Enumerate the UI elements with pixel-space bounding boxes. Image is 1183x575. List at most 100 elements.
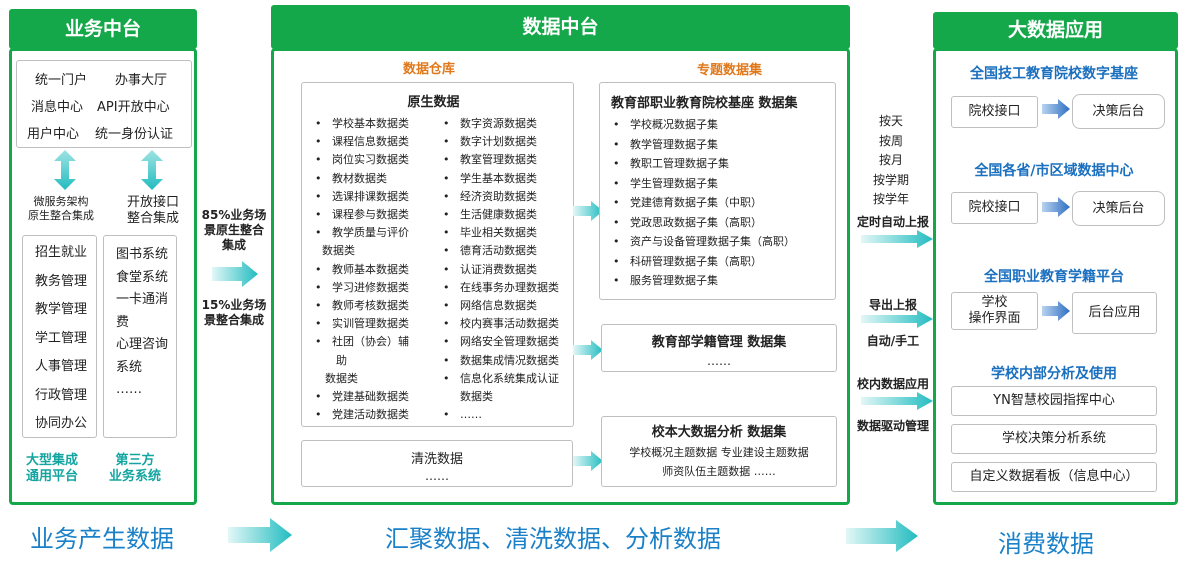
business-frame [9, 48, 197, 505]
export-report-label: 导出上报 [868, 298, 917, 312]
raw-left-list: 学校基本数据类 课程信息数据类 岗位实习数据类 教材数据类 选课排课数据类 课程… [312, 115, 440, 425]
period-label: 按学期 [872, 172, 909, 187]
right-arrow-icon [861, 230, 933, 248]
list-item: …… [440, 406, 572, 424]
list-item: 助 [336, 353, 347, 367]
right-arrow-icon [1042, 197, 1070, 217]
bigdata-title: 大数据应用 [1007, 19, 1103, 41]
clean-data-title: 清洗数据 [410, 452, 463, 467]
dataset-base-title: 教育部职业教育院校基座 数据集 [611, 96, 798, 111]
portal-item: 消息中心 [31, 100, 84, 115]
list-item: 一卡通消 [116, 292, 169, 307]
command-center-button[interactable]: YN智慧校园指挥中心 [951, 386, 1157, 416]
list-item: 选课排课数据类 [312, 188, 440, 206]
list-item: 教室管理数据类 [440, 151, 572, 169]
core-systems-list: 招生就业 教务管理 教学管理 学工管理 人事管理 行政管理 协同办公 [22, 235, 97, 438]
data-title: 数据中台 [522, 16, 599, 38]
section-title: 全国技工教育院校数字基座 [970, 66, 1138, 82]
dataset-analysis-line: 学校概况主题数据 专业建设主题数据 [629, 446, 809, 459]
list-item: 费 [116, 314, 130, 330]
list-item: 教职工管理数据子集 [610, 154, 835, 174]
clean-data-more: …… [425, 469, 449, 483]
warehouse-title: 数据仓库 [403, 62, 456, 77]
dataset-analysis-box: 校本大数据分析 数据集 学校概况主题数据 专业建设主题数据 师资队伍主题数据 …… [601, 416, 837, 487]
right-arrow-icon [1042, 99, 1070, 119]
backend-app-button[interactable]: 后台应用 [1072, 292, 1157, 334]
list-item: 学生基本数据类 [440, 170, 572, 188]
decision-analysis-button[interactable]: 学校决策分析系统 [951, 424, 1157, 454]
business-title: 业务中台 [64, 18, 141, 40]
raw-right-list: 数字资源数据类 数字计划数据类 教室管理数据类 学生基本数据类 经济资助数据类 … [440, 115, 572, 425]
list-item: 教材数据类 [312, 170, 440, 188]
auto-report-label: 定时自动上报 [856, 215, 929, 229]
list-item: 网络信息数据类 [440, 297, 572, 315]
list-item: 党建活动数据类 [312, 406, 440, 424]
auto-manual-label: 自动/手工 [866, 334, 920, 348]
portal-item: 办事大厅 [115, 73, 168, 88]
list-item: 实训管理数据类 [312, 315, 440, 333]
list-item: 数据集成情况数据类 [440, 352, 572, 370]
list-item: 数字计划数据类 [440, 133, 572, 151]
right-arrow-icon [1042, 301, 1070, 321]
left-caption: 微服务架构 原生整合集成 [28, 195, 94, 222]
dataset-analysis-title: 校本大数据分析 数据集 [651, 425, 787, 440]
section-title: 全国各省/市区域数据中心 [974, 163, 1134, 179]
list-item: 党建基础数据类 [312, 388, 440, 406]
section-title: 全国职业教育学籍平台 [984, 269, 1124, 285]
school-ui-button[interactable]: 学校 操作界面 [951, 292, 1038, 330]
decision-backend-button[interactable]: 决策后台 [1072, 191, 1165, 226]
clean-data-box: 清洗数据 …… [301, 440, 573, 487]
dataset-registry-more: …… [707, 354, 731, 368]
right-arrow-icon [861, 392, 933, 410]
portal-item: 用户中心 [27, 127, 80, 142]
list-item: 认证消费数据类 [440, 261, 572, 279]
dataset-analysis-line: 师资队伍主题数据 …… [662, 465, 776, 478]
list-item: 教师考核数据类 [312, 297, 440, 315]
decision-backend-button[interactable]: 决策后台 [1072, 94, 1165, 129]
list-item: 系统 [116, 359, 143, 375]
section-title: 学校内部分析及使用 [991, 366, 1117, 382]
list-item: 数字资源数据类 [440, 115, 572, 133]
portal-item: 统一身份认证 [95, 127, 174, 142]
third-party-list: 图书系统 食堂系统 一卡通消 费 心理咨询 系统 …… [103, 235, 177, 438]
portal-item: API开放中心 [97, 100, 170, 115]
list-item: 学工管理 [35, 330, 88, 346]
data-driven-label: 数据驱动管理 [856, 419, 929, 433]
right-caption: 开放接口 整合集成 [126, 195, 179, 226]
data-header: 数据中台 [271, 5, 850, 49]
list-item: 生活健康数据类 [440, 206, 572, 224]
list-item: 教学管理 [35, 302, 88, 317]
list-item: 课程信息数据类 [312, 133, 440, 151]
integration-15-label: 15%业务场 景整合集成 [201, 298, 267, 327]
list-item: 岗位实习数据类 [312, 151, 440, 169]
list-item: 课程参与数据类 [312, 206, 440, 224]
list-item: 党政思政数据子集（高职） [610, 213, 835, 233]
list-item: 数据类 [460, 390, 493, 404]
list-item: 图书系统 [116, 247, 169, 262]
right-arrow-icon [573, 201, 603, 221]
bigdata-header: 大数据应用 [933, 12, 1178, 49]
list-item: 学校基本数据类 [312, 115, 440, 133]
right-arrow-icon [212, 261, 258, 287]
custom-dashboard-button[interactable]: 自定义数据看板（信息中心） [951, 462, 1157, 492]
list-item: 数据类 [325, 371, 358, 385]
list-item: 资产与设备管理数据子集（高职） [610, 232, 835, 252]
list-item: 服务管理数据子集 [610, 271, 835, 291]
right-arrow-icon [228, 518, 292, 552]
bottom-left-label: 业务产生数据 [30, 525, 174, 553]
bottom-center-label: 汇聚数据、清洗数据、分析数据 [385, 525, 721, 553]
bigdata-frame [933, 48, 1178, 505]
dataset-registry-box: 教育部学籍管理 数据集 …… [601, 324, 837, 372]
list-item: …… [116, 382, 142, 397]
list-item: 党建德育数据子集（中职） [610, 193, 835, 213]
left-foot: 大型集成 通用平台 [26, 453, 79, 484]
school-interface-button[interactable]: 院校接口 [951, 96, 1038, 128]
right-arrow-icon [573, 451, 603, 471]
list-item: 教务管理 [35, 273, 88, 289]
list-item: 学习进修数据类 [312, 279, 440, 297]
raw-data-box: 原生数据 学校基本数据类 课程信息数据类 岗位实习数据类 教材数据类 选课排课数… [301, 82, 574, 427]
double-arrow-icon [54, 150, 76, 190]
bottom-right-label: 消费数据 [998, 530, 1094, 558]
school-interface-button[interactable]: 院校接口 [951, 192, 1038, 224]
right-arrow-icon [573, 340, 603, 360]
